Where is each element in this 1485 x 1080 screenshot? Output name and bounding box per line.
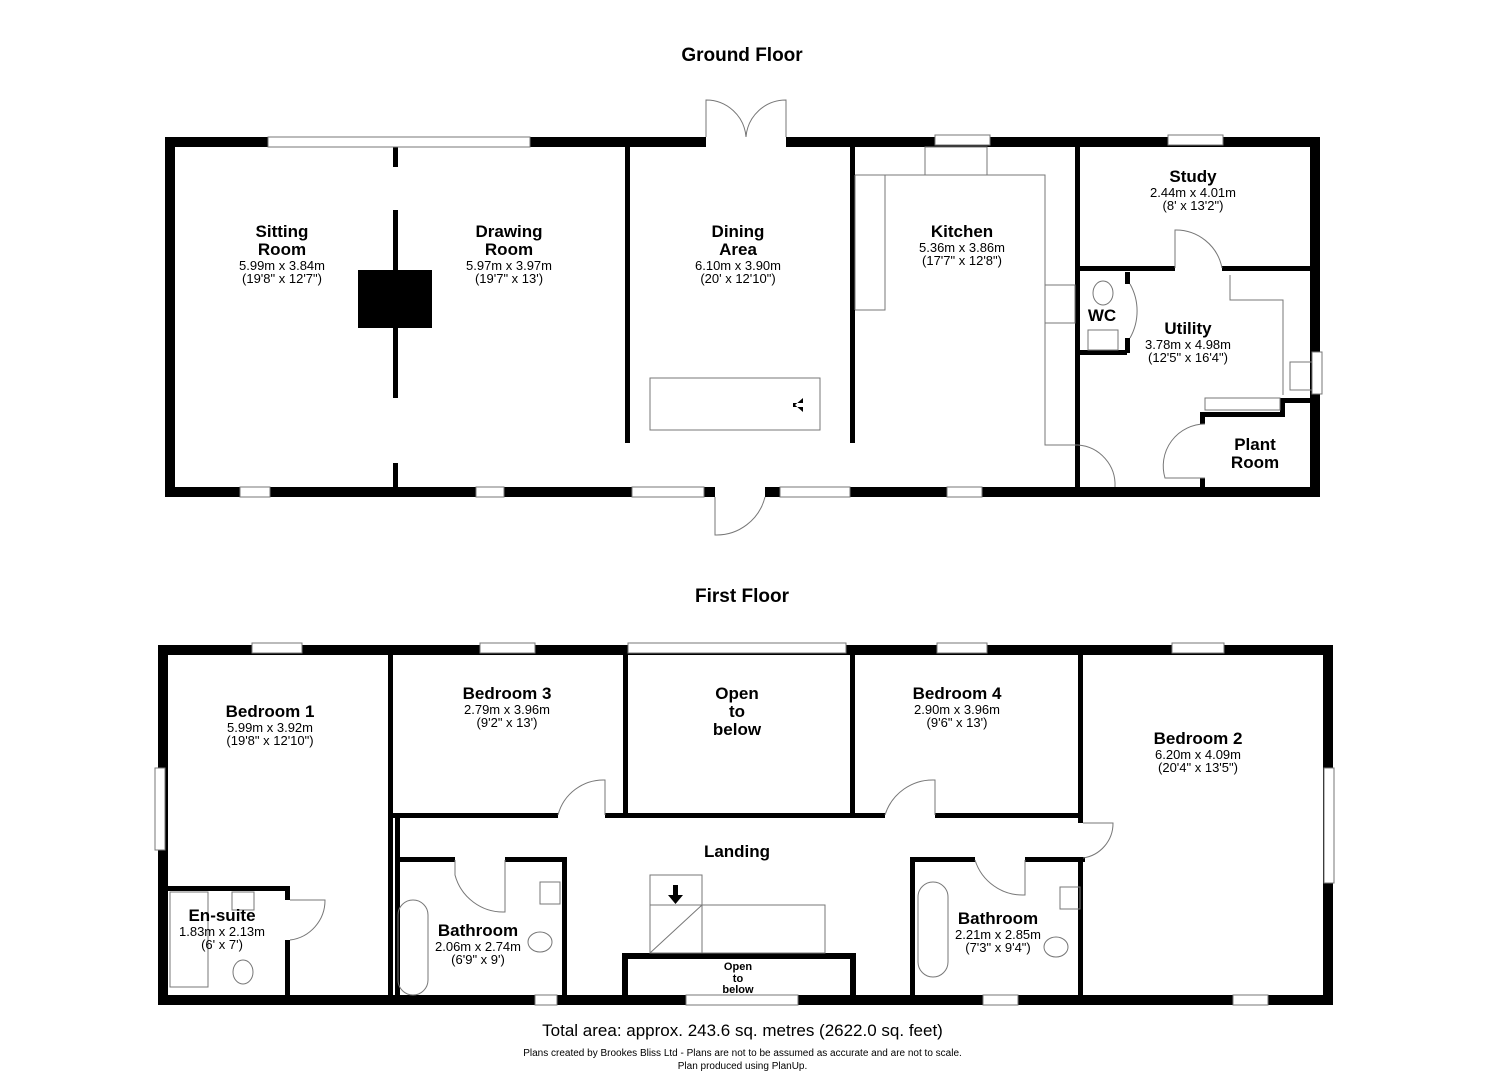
disclaimer: Plans created by Brookes Bliss Ltd - Pla… [523, 1048, 962, 1059]
credit: Plan produced using PlanUp. [677, 1061, 808, 1072]
ground-floor-walls [165, 137, 1320, 497]
ground-floor-windows [239, 134, 1323, 498]
room-wc: WC [1087, 306, 1117, 325]
ground-floor-fixtures [649, 99, 1313, 536]
stairs-arrow-icon [793, 398, 803, 412]
first-floor-title: First Floor [695, 586, 789, 607]
first-floor-fixtures [169, 779, 1114, 996]
total-area: Total area: approx. 243.6 sq. metres (26… [542, 1021, 943, 1040]
stairs-arrow-icon [668, 885, 683, 904]
ground-floor-title: Ground Floor [681, 45, 803, 66]
first-floor-windows [154, 642, 1335, 1006]
room-landing: Landing [703, 842, 771, 861]
